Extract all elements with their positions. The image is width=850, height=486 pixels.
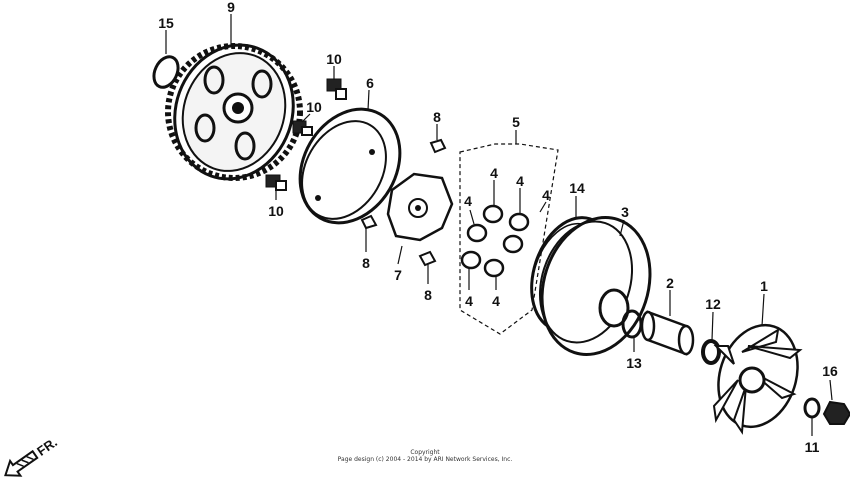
callout-6: 6: [366, 75, 374, 91]
callout-4-d: 4: [464, 193, 472, 209]
part-8-slider-bottom: [418, 250, 437, 267]
callout-4-a: 4: [490, 165, 498, 181]
fr-label: FR.: [34, 435, 60, 459]
callout-10-middle: 10: [306, 99, 322, 115]
copyright-line-1: Copyright: [410, 449, 440, 456]
part-2-collar: [640, 310, 695, 356]
callout-9: 9: [227, 0, 235, 15]
callout-8-top: 8: [433, 109, 441, 125]
callout-2: 2: [666, 275, 674, 291]
part-8-slider-left: [360, 214, 378, 230]
callout-10-bottom: 10: [268, 203, 284, 219]
callout-13: 13: [626, 355, 642, 371]
copyright-line-2: Page design (c) 2004 - 2014 by ARI Netwo…: [337, 456, 513, 463]
part-12-washer: [701, 339, 721, 365]
callout-4-b: 4: [516, 173, 524, 189]
leader-lines: [165, 14, 833, 436]
part-4-roller-weights: [460, 204, 530, 278]
callout-4-c: 4: [542, 187, 550, 203]
part-1-fan-drive-face: [712, 323, 803, 435]
front-direction-arrow: FR.: [4, 435, 60, 477]
part-7-ramp-plate: [386, 172, 454, 242]
callout-numbers: 15 9 10 6 10 8 5 4 4 4 4 14 3 10 8 7 8 4…: [158, 0, 838, 455]
part-8-slider-top: [429, 138, 447, 154]
callout-10-top: 10: [326, 51, 342, 67]
copyright-notice: Copyright Page design (c) 2004 - 2014 by…: [300, 449, 550, 463]
part-6-face-plate: [298, 107, 402, 225]
callout-12: 12: [705, 296, 721, 312]
callout-11: 11: [805, 439, 820, 455]
part-3-movable-drive-face: [538, 216, 652, 356]
callout-4-f: 4: [492, 293, 500, 309]
callout-8-bottom: 8: [424, 287, 432, 303]
part-16-nut: [822, 400, 850, 425]
part-5-weight-set-group: [459, 130, 559, 335]
callout-1: 1: [760, 278, 768, 294]
callout-3: 3: [621, 204, 629, 220]
callout-14: 14: [569, 180, 585, 196]
part-10-bolt-top: [326, 78, 347, 100]
callout-15: 15: [158, 15, 174, 31]
part-10-bolt-middle: [292, 120, 313, 136]
callout-5: 5: [512, 114, 520, 130]
callout-16: 16: [822, 363, 838, 379]
callout-8-left: 8: [362, 255, 370, 271]
callout-7: 7: [394, 267, 402, 283]
callout-4-e: 4: [465, 293, 473, 309]
part-9-sprocket: [165, 43, 303, 181]
part-15-o-ring: [152, 55, 180, 89]
part-11-washer: [803, 397, 821, 419]
part-10-bolt-bottom: [265, 174, 287, 191]
